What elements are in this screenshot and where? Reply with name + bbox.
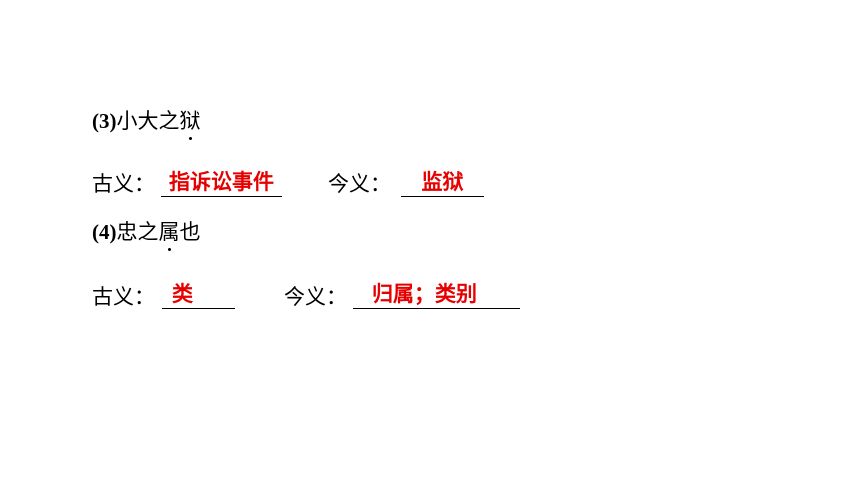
item-4-phrase-after: 也 bbox=[179, 220, 201, 244]
item-4-dotted-char: 属 bbox=[158, 220, 180, 251]
item-4-modern-answer: 归属；类别 bbox=[372, 282, 477, 306]
item-3-phrase-before: 小大之 bbox=[116, 109, 180, 133]
item-3-heading: (3)小大之狱 bbox=[92, 108, 201, 140]
item-3-modern-label: 今义： bbox=[328, 172, 391, 196]
item-3-ancient-blank: 指诉讼事件 bbox=[161, 170, 282, 197]
item-3-dotted-char: 狱 bbox=[179, 109, 201, 140]
item-3-modern-blank: 监狱 bbox=[401, 170, 484, 197]
item-4-modern-label: 今义： bbox=[284, 285, 347, 309]
item-4-modern-blank: 归属；类别 bbox=[353, 282, 520, 309]
item-3-ancient-answer: 指诉讼事件 bbox=[169, 170, 274, 194]
item-3-modern-answer: 监狱 bbox=[421, 170, 464, 194]
item-4-ancient-label: 古义： bbox=[92, 285, 155, 309]
item-3-number: (3) bbox=[92, 109, 117, 133]
item-4-heading: (4)忠之属也 bbox=[92, 219, 201, 251]
item-3-ancient-label: 古义： bbox=[92, 172, 155, 196]
item-4-phrase-before: 忠之 bbox=[116, 220, 159, 244]
item-4-ancient-blank: 类 bbox=[162, 282, 235, 309]
item-4-ancient-answer: 类 bbox=[172, 282, 193, 306]
item-4-number: (4) bbox=[92, 220, 117, 244]
